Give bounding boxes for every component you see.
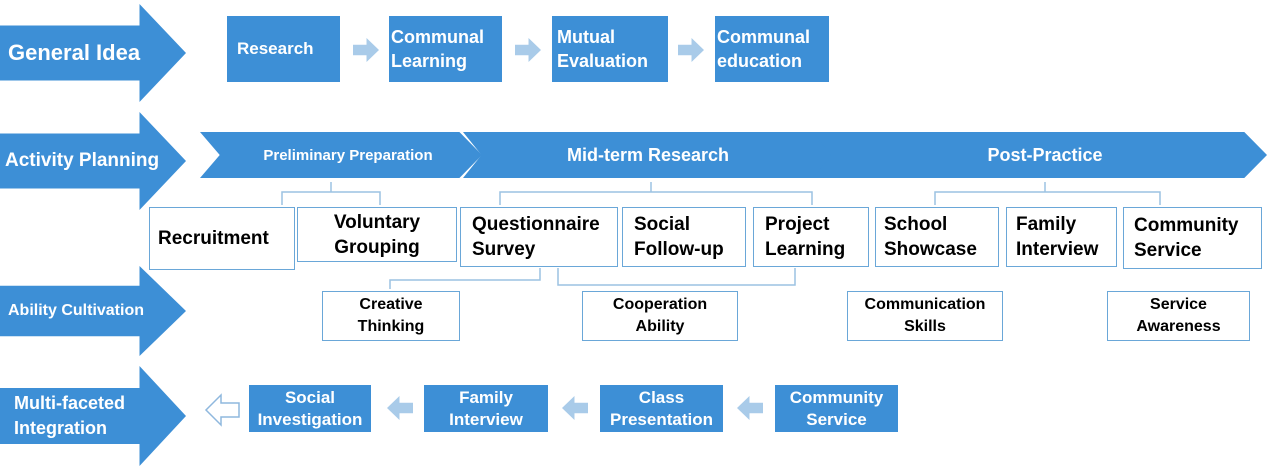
integration-family-interview: Family Interview: [424, 385, 548, 432]
step-communal-education-line2: education: [717, 51, 803, 71]
hollow-left-arrow-icon: [204, 393, 240, 427]
activity-voluntary-line1: Voluntary: [333, 211, 421, 233]
row-general-idea: General Idea: [0, 4, 186, 102]
activity-school-showcase: School Showcase: [875, 207, 999, 267]
integration-class-presentation: Class Presentation: [600, 385, 723, 432]
row-ability-cultivation: Ability Cultivation: [0, 266, 186, 356]
activity-community-service: Community Service: [1123, 207, 1262, 269]
row-activity-planning: Activity Planning: [0, 112, 186, 210]
ability-creative-line2: Thinking: [357, 318, 425, 335]
ability-communication-line2: Skills: [904, 318, 946, 335]
integration-community-line2: Service: [806, 409, 867, 429]
phase-post-practice-label: Post-Practice: [987, 144, 1103, 165]
step-mutual-evaluation: Mutual Evaluation: [552, 16, 668, 82]
row-multi-faceted-integration: Multi-faceted Integration: [0, 366, 186, 466]
row-activity-planning-label: Activity Planning: [5, 150, 160, 171]
activity-community-line1: Community: [1134, 215, 1239, 236]
ability-service-line2: Awareness: [1136, 318, 1221, 335]
activity-voluntary-line2: Grouping: [334, 236, 420, 258]
step-research: Research: [227, 16, 340, 82]
integration-social-line2: Investigation: [257, 409, 363, 429]
arrow-right-icon: [353, 38, 379, 62]
arrow-left-icon: [562, 396, 588, 420]
ability-creative-thinking: Creative Thinking: [322, 291, 460, 341]
integration-family-line2: Interview: [449, 409, 523, 429]
phase-mid-term-research: Mid-term Research: [463, 132, 833, 178]
activity-questionnaire-line2: Survey: [472, 239, 536, 260]
arrow-left-icon: [737, 396, 763, 420]
activity-project-line2: Learning: [765, 239, 846, 260]
phase-post-practice: Post-Practice: [813, 132, 1267, 178]
step-research-label: Research: [237, 39, 314, 58]
ability-cooperation: Cooperation Ability: [582, 291, 738, 341]
integration-class-line1: Class: [638, 387, 685, 407]
activity-family-line2: Interview: [1016, 239, 1099, 260]
row-multi-faceted-label-line2: Integration: [14, 418, 107, 438]
activity-voluntary-grouping: Voluntary Grouping: [297, 207, 457, 262]
step-communal-learning-line2: Learning: [391, 51, 468, 71]
activity-recruitment: Recruitment: [149, 207, 295, 270]
integration-community-line1: Community: [789, 387, 884, 407]
activity-recruitment-label: Recruitment: [158, 227, 269, 249]
step-mutual-evaluation-line1: Mutual: [557, 27, 615, 47]
activity-school-line1: School: [884, 214, 948, 235]
arrow-right-icon: [678, 38, 704, 62]
row-general-idea-label: General Idea: [8, 40, 141, 65]
step-communal-education-line1: Communal: [717, 27, 811, 47]
ability-cooperation-line2: Ability: [635, 318, 685, 335]
activity-social-line1: Social: [634, 214, 690, 235]
activity-project-line1: Project: [765, 214, 830, 235]
arrow-left-icon: [387, 396, 413, 420]
activity-social-follow-up: Social Follow-up: [622, 207, 746, 267]
phase-mid-term-label: Mid-term Research: [566, 144, 730, 165]
activity-family-interview: Family Interview: [1006, 207, 1117, 267]
integration-social-line1: Social: [284, 387, 336, 407]
row-multi-faceted-label-line1: Multi-faceted: [14, 393, 126, 413]
activity-questionnaire-line1: Questionnaire: [472, 214, 600, 235]
activity-family-line1: Family: [1016, 214, 1077, 235]
phase-preliminary-preparation: Preliminary Preparation: [200, 132, 482, 178]
step-communal-learning-line1: Communal: [391, 27, 485, 47]
activity-project-learning: Project Learning: [753, 207, 869, 267]
arrow-right-icon: [515, 38, 541, 62]
ability-service-line1: Service: [1150, 296, 1207, 313]
integration-family-line1: Family: [459, 387, 513, 407]
phase-preliminary-label: Preliminary Preparation: [263, 146, 433, 164]
row-ability-cultivation-label: Ability Cultivation: [8, 302, 144, 319]
integration-class-line2: Presentation: [610, 409, 713, 429]
activity-social-line2: Follow-up: [634, 239, 724, 260]
activity-school-line2: Showcase: [884, 239, 977, 260]
ability-communication-line1: Communication: [864, 296, 986, 313]
integration-community-service: Community Service: [775, 385, 898, 432]
step-mutual-evaluation-line2: Evaluation: [557, 51, 649, 71]
ability-service-awareness: Service Awareness: [1107, 291, 1250, 341]
step-communal-education: Communal education: [715, 16, 829, 82]
activity-community-line2: Service: [1134, 240, 1202, 261]
ability-cooperation-line1: Cooperation: [612, 296, 708, 313]
ability-communication-skills: Communication Skills: [847, 291, 1003, 341]
integration-social-investigation: Social Investigation: [249, 385, 371, 432]
step-communal-learning: Communal Learning: [389, 16, 502, 82]
ability-creative-line1: Creative: [359, 296, 423, 313]
activity-questionnaire-survey: Questionnaire Survey: [460, 207, 618, 267]
